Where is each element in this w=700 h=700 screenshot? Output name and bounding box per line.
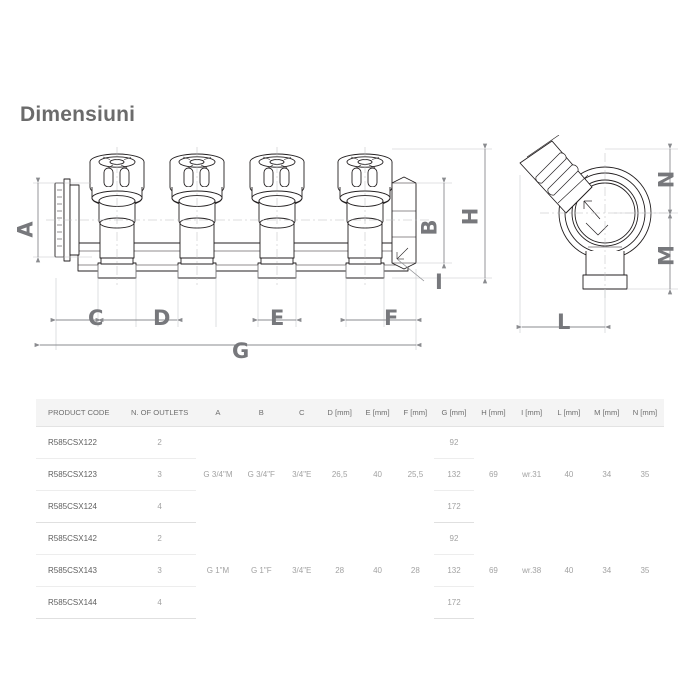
col-header-outlets: N. OF OUTLETS: [123, 399, 197, 427]
manifold-technical-drawing: [0, 135, 700, 385]
col-header-d: D [mm]: [320, 399, 359, 427]
cell-l: 40: [564, 470, 574, 480]
cell-c: 3/4"E: [292, 566, 312, 575]
col-header-e: E [mm]: [358, 399, 397, 427]
col-header-m: M [mm]: [587, 399, 626, 427]
dimension-label-A: A: [13, 221, 38, 238]
cell-product-code: R585CSX122: [36, 426, 124, 459]
dimension-label-D: C: [88, 306, 104, 330]
cell-g: 92: [434, 426, 474, 459]
cell-g: 132: [434, 458, 474, 491]
table-row[interactable]: R585CSX122 2 G 3/4"M G 3/4"F 3/4"E 26,5 …: [36, 426, 664, 479]
table-row[interactable]: R585CSX143 3 132: [36, 554, 664, 587]
dimension-label-B: B: [417, 219, 442, 236]
dimension-label-M: M: [654, 245, 679, 266]
dimension-label-I: I: [435, 270, 443, 294]
dimensions-spec-table: PRODUCT CODE N. OF OUTLETS A B C D [mm] …: [36, 399, 664, 619]
col-header-f: F [mm]: [396, 399, 435, 427]
page-title: Dimensiuni: [20, 103, 136, 126]
cell-i: wr.38: [522, 566, 542, 575]
table-row[interactable]: R585CSX124 4 172: [36, 490, 664, 523]
col-header-c: C: [282, 399, 321, 427]
col-header-a: A: [196, 399, 240, 427]
cell-m: 34: [602, 470, 612, 480]
dimension-label-E: D: [153, 306, 171, 330]
dimension-label-H: H: [458, 207, 483, 226]
cell-product-code: R585CSX124: [36, 490, 124, 523]
cell-outlets: 4: [123, 490, 197, 523]
cell-i: wr.31: [522, 470, 542, 480]
col-header-b: B: [239, 399, 283, 427]
col-header-g: G [mm]: [434, 399, 474, 427]
table-row[interactable]: R585CSX142 2 G 1"M G 1"F 3/4"E 28 40 28 …: [36, 522, 664, 575]
cell-outlets: 2: [123, 426, 197, 459]
col-header-n: N [mm]: [625, 399, 664, 427]
col-header-i: I [mm]: [513, 399, 551, 427]
cell-outlets: 3: [123, 554, 197, 587]
dimension-label-G: G: [232, 339, 250, 363]
cell-a: G 3/4"M: [203, 470, 233, 480]
col-header-product-code: PRODUCT CODE: [36, 399, 124, 427]
cell-product-code: R585CSX143: [36, 554, 124, 587]
cell-f: 25,5: [407, 470, 424, 480]
cell-outlets: 3: [123, 458, 197, 491]
cell-g: 132: [434, 554, 474, 587]
cell-f: 28: [410, 566, 420, 575]
cell-l: 40: [564, 566, 574, 575]
dimension-label-N: N: [654, 170, 679, 189]
cell-g: 172: [434, 586, 474, 619]
table-row[interactable]: R585CSX144 4 172: [36, 586, 664, 619]
cell-e: 40: [373, 470, 383, 480]
cell-b: G 1"F: [250, 566, 272, 575]
cell-h: 69: [488, 566, 498, 575]
cell-g: 172: [434, 490, 474, 523]
table-row[interactable]: R585CSX123 3 132: [36, 458, 664, 491]
col-header-h: H [mm]: [473, 399, 514, 427]
cell-outlets: 4: [123, 586, 197, 619]
cell-a: G 1"M: [206, 566, 230, 575]
cell-g: 92: [434, 522, 474, 555]
cell-d: 26,5: [331, 470, 348, 480]
dimension-label-C: E: [270, 306, 285, 330]
cell-m: 34: [602, 566, 612, 575]
cell-n: 35: [640, 566, 650, 575]
cell-product-code: R585CSX144: [36, 586, 124, 619]
cell-n: 35: [640, 470, 650, 480]
cell-e: 40: [373, 566, 383, 575]
table-header-row: PRODUCT CODE N. OF OUTLETS A B C D [mm] …: [36, 399, 664, 427]
cell-b: G 3/4"F: [247, 470, 275, 480]
cell-outlets: 2: [123, 522, 197, 555]
col-header-l: L [mm]: [550, 399, 588, 427]
dimension-label-L: L: [557, 310, 571, 334]
cell-product-code: R585CSX123: [36, 458, 124, 491]
cell-h: 69: [488, 470, 498, 480]
cell-product-code: R585CSX142: [36, 522, 124, 555]
dimension-label-F: F: [384, 306, 399, 330]
cell-d: 28: [335, 566, 345, 575]
cell-c: 3/4"E: [292, 470, 312, 480]
